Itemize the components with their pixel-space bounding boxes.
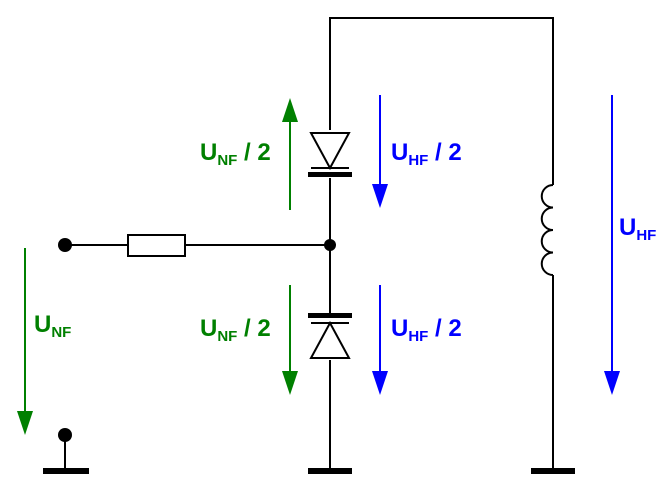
arrow-hf-right: [604, 95, 620, 395]
arrowhead-hf-top: [372, 184, 388, 208]
arrowhead-hf-bottom: [372, 371, 388, 395]
ground-right: [531, 468, 575, 474]
diode-bottom-triangle: [309, 320, 351, 359]
label-hf-right: UHF: [619, 214, 656, 244]
varactor-diode-top: [308, 132, 352, 177]
diode-top-capacitor-plate: [308, 172, 352, 177]
wire-top-loop: [329, 17, 554, 185]
diode-top-triangle: [309, 132, 351, 171]
label-nf-top: UNF / 2: [200, 139, 271, 169]
label-hf-bottom: UHF / 2: [391, 315, 462, 345]
wires: [64, 17, 554, 470]
arrow-nf-input: [17, 248, 33, 435]
arrowhead-nf-top: [282, 98, 298, 122]
arrowhead-hf-right: [604, 371, 620, 395]
arrow-nf-bottom: [282, 285, 298, 395]
label-hf-top: UHF / 2: [391, 139, 462, 169]
label-nf-bottom: UNF / 2: [200, 315, 271, 345]
arrowhead-nf-bottom: [282, 371, 298, 395]
arrowhead-nf-input: [17, 411, 33, 435]
label-nf-input: UNF: [34, 311, 71, 341]
ground-middle: [308, 468, 352, 474]
resistor: [127, 234, 186, 257]
varactor-diode-bottom: [308, 313, 352, 359]
diode-bottom-capacitor-plate: [308, 313, 352, 318]
arrow-hf-top: [372, 95, 388, 208]
junction-node: [324, 239, 336, 251]
inductor: [540, 184, 554, 276]
ground-left: [43, 468, 89, 474]
arrow-nf-top: [282, 98, 298, 210]
input-terminal-bottom: [58, 428, 72, 442]
input-terminal-top: [58, 238, 72, 252]
arrow-hf-bottom: [372, 285, 388, 395]
